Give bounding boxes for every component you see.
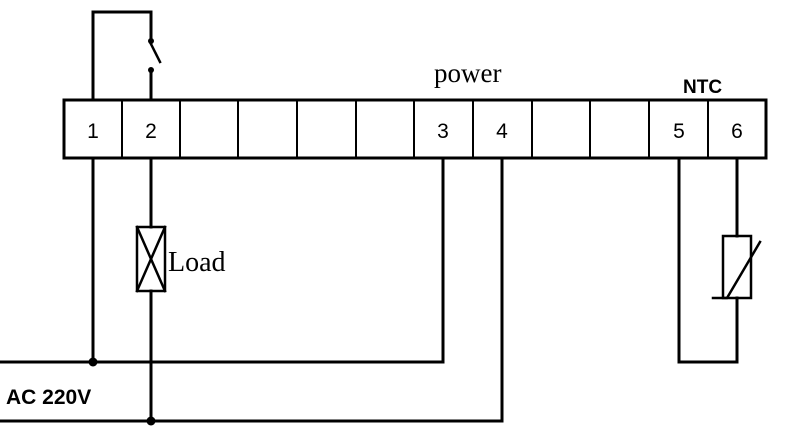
terminal-label-1: 1 (87, 120, 99, 143)
power-label: power (434, 58, 501, 88)
wire-terminal-3 (0, 156, 445, 364)
load-symbol (135, 225, 167, 293)
relay-switch (91, 10, 162, 102)
supply-label: AC 220V (6, 386, 91, 409)
ntc-label: NTC (683, 77, 722, 98)
load-label: Load (168, 247, 226, 278)
junction-dot-1 (88, 357, 98, 367)
terminal-label-2: 2 (145, 120, 157, 143)
ntc-thermistor-symbol (711, 234, 762, 300)
ntc-wiring (677, 156, 739, 364)
terminal-label-6: 6 (731, 120, 743, 143)
wire-terminal-4 (0, 156, 504, 423)
junction-dot-2 (146, 416, 156, 426)
terminal-label-5: 5 (673, 120, 685, 143)
terminal-dividers (121, 99, 709, 159)
terminal-label-3: 3 (437, 120, 449, 143)
terminal-label-4: 4 (496, 120, 508, 143)
